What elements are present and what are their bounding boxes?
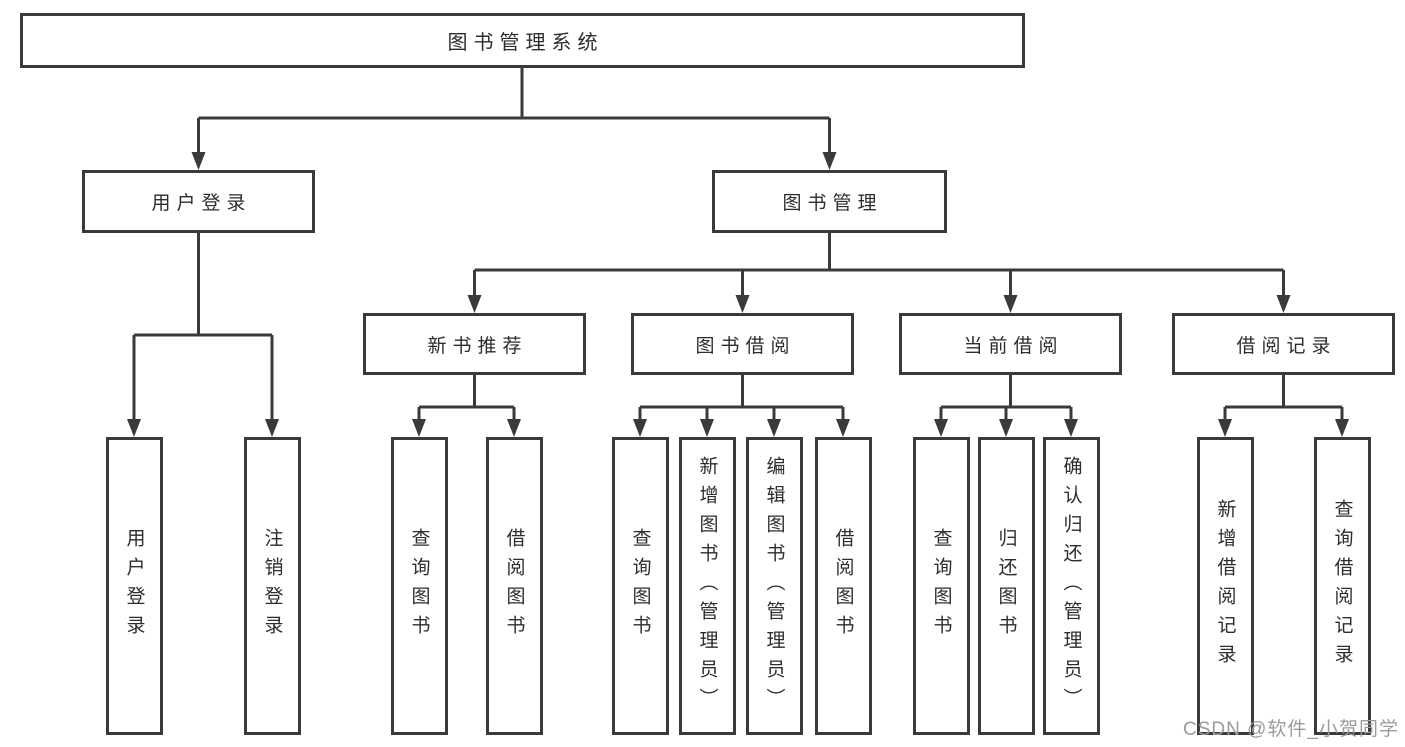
arrowhead	[1335, 419, 1349, 437]
node-label: 图书管理	[782, 193, 883, 214]
leaf-label: 查询借阅记录	[1331, 499, 1353, 673]
connector-root-to-level2	[197, 68, 831, 156]
leaf-borrow-books-recommend: 借阅图书	[485, 437, 543, 735]
arrowhead	[999, 419, 1013, 437]
node-current-borrowing: 当前借阅	[899, 313, 1122, 375]
node-user-login: 用户登录	[82, 170, 315, 233]
leaf-label: 查询图书	[930, 528, 952, 644]
node-borrowing-records: 借阅记录	[1172, 313, 1395, 375]
node-book-management: 图书管理	[712, 170, 947, 233]
arrowhead	[767, 419, 781, 437]
connector-new-book-to-leaves	[417, 375, 516, 423]
leaf-label: 新增图书（管理员）	[696, 455, 718, 717]
leaf-borrow-books: 借阅图书	[814, 437, 872, 735]
leaf-add-books-admin: 新增图书（管理员）	[678, 437, 736, 735]
arrowhead	[467, 295, 482, 313]
arrowhead	[735, 295, 750, 313]
leaf-user-login: 用户登录	[105, 437, 163, 735]
leaf-label: 确认归还（管理员）	[1060, 455, 1082, 717]
connector-borrow-records-to-leaves	[1223, 375, 1344, 423]
leaf-label: 查询图书	[629, 528, 651, 644]
arrowheads	[127, 152, 1349, 437]
leaf-label: 归还图书	[995, 528, 1017, 644]
connector-book-management-to-level3	[473, 233, 1285, 299]
node-library-management-system: 图书管理系统	[20, 13, 1025, 68]
arrowhead	[127, 419, 141, 437]
arrowhead	[1276, 295, 1291, 313]
node-label: 用户登录	[151, 193, 252, 214]
arrowhead	[633, 419, 647, 437]
connector-user-login-to-leaves	[132, 233, 274, 423]
leaf-edit-books-admin: 编辑图书（管理员）	[745, 437, 803, 735]
leaf-logout: 注销登录	[243, 437, 301, 735]
arrowhead	[836, 419, 850, 437]
leaf-label: 借阅图书	[832, 528, 854, 644]
node-new-book-recommendation: 新书推荐	[363, 313, 586, 375]
node-label: 新书推荐	[427, 335, 528, 357]
arrowhead	[1218, 419, 1232, 437]
arrowhead	[412, 419, 426, 437]
node-label: 借阅记录	[1236, 335, 1337, 357]
leaf-query-books-current: 查询图书	[912, 437, 970, 735]
leaf-label: 借阅图书	[503, 528, 525, 644]
arrowhead	[1064, 419, 1078, 437]
connector-book-borrow-to-leaves	[638, 375, 845, 423]
leaf-query-books-borrow: 查询图书	[611, 437, 669, 735]
arrowhead	[700, 419, 714, 437]
arrowhead	[265, 419, 279, 437]
leaf-return-books: 归还图书	[977, 437, 1035, 735]
watermark: CSDN @软件_小贺同学	[1183, 719, 1399, 740]
arrowhead	[934, 419, 948, 437]
leaf-label: 用户登录	[123, 528, 145, 644]
node-label: 当前借阅	[963, 335, 1064, 357]
node-book-borrowing: 图书借阅	[631, 313, 854, 375]
leaf-query-borrow-record: 查询借阅记录	[1313, 437, 1371, 735]
leaf-label: 新增借阅记录	[1214, 499, 1236, 673]
arrowhead	[507, 419, 521, 437]
leaf-add-borrow-record: 新增借阅记录	[1196, 437, 1254, 735]
leaf-confirm-return-admin: 确认归还（管理员）	[1042, 437, 1100, 735]
arrowhead	[1003, 295, 1018, 313]
leaf-label: 查询图书	[408, 528, 430, 644]
leaf-query-books-recommend: 查询图书	[390, 437, 448, 735]
arrowhead	[191, 152, 206, 170]
arrowhead	[822, 152, 837, 170]
connector-current-borrow-to-leaves	[939, 375, 1073, 423]
node-label: 图书管理系统	[447, 32, 604, 54]
node-label: 图书借阅	[695, 335, 796, 357]
leaf-label: 注销登录	[261, 528, 283, 644]
leaf-label: 编辑图书（管理员）	[763, 455, 785, 717]
